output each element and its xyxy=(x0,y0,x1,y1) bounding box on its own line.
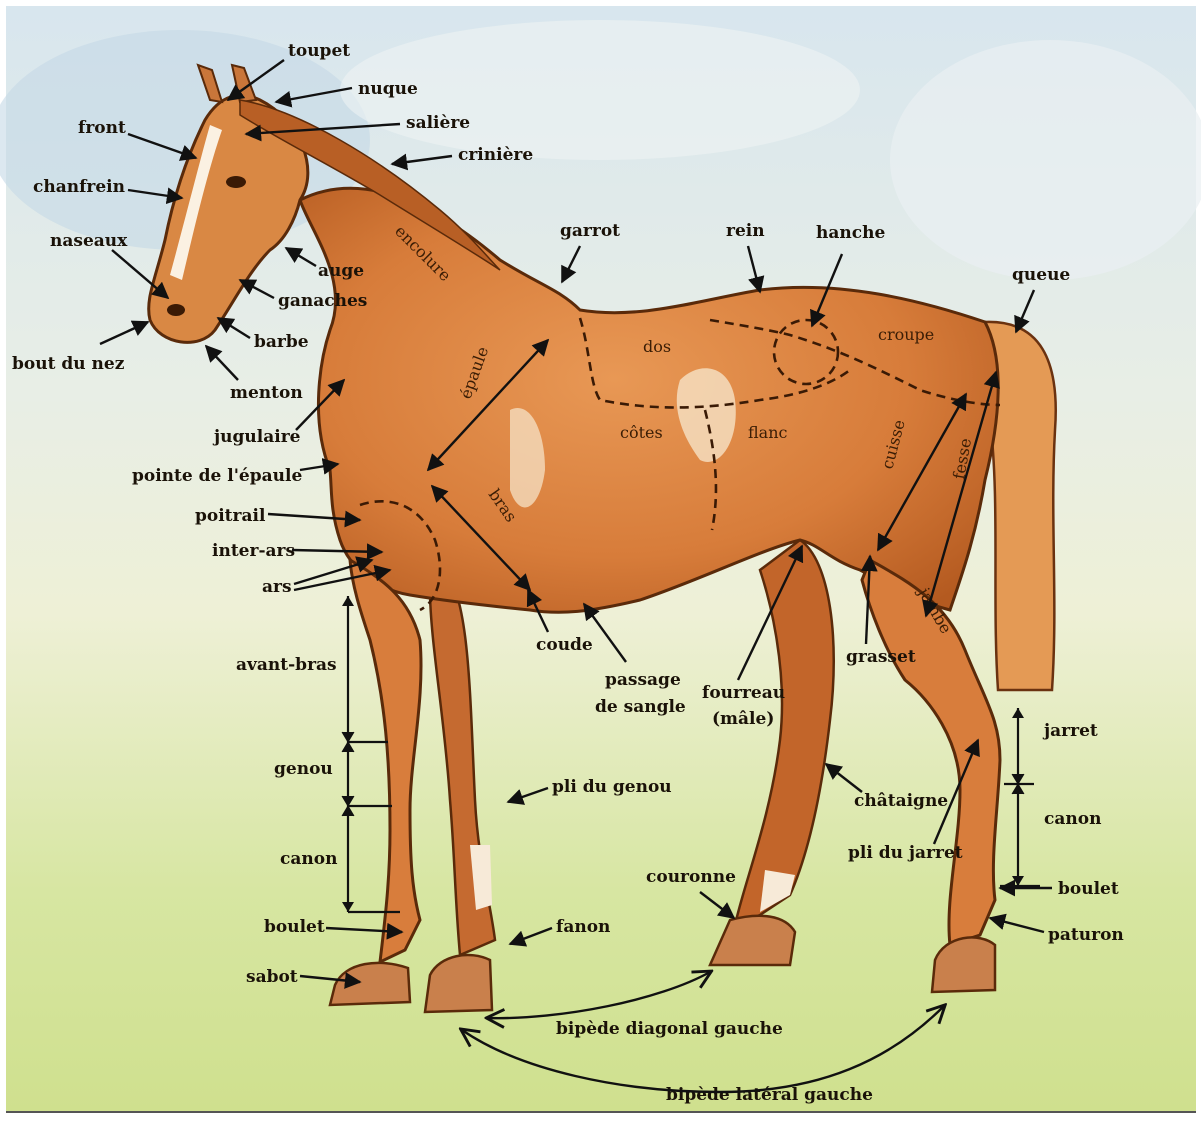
bottom-margin xyxy=(0,1112,1201,1122)
label-criniere: crinière xyxy=(458,145,533,165)
label-naseaux: naseaux xyxy=(50,231,128,251)
label-jarret: jarret xyxy=(1042,721,1098,741)
label-paturon: paturon xyxy=(1048,925,1124,945)
label-saliere: salière xyxy=(406,113,470,133)
label-hanche: hanche xyxy=(816,223,885,243)
label-fourreau: fourreau xyxy=(702,683,785,703)
label-de-sangle: de sangle xyxy=(595,697,686,717)
label-queue: queue xyxy=(1012,265,1070,285)
label-ganaches: ganaches xyxy=(278,291,367,311)
label-menton: menton xyxy=(230,383,303,403)
label-cotes: côtes xyxy=(620,423,663,442)
label-rein: rein xyxy=(726,221,765,241)
label-sabot: sabot xyxy=(246,967,298,987)
label-genou: genou xyxy=(274,759,333,779)
label-boulet-avant: boulet xyxy=(264,917,325,937)
label-croupe: croupe xyxy=(878,325,934,344)
nostril xyxy=(167,304,185,316)
label-garrot: garrot xyxy=(560,221,620,241)
label-nuque: nuque xyxy=(358,79,418,99)
sky-cloud xyxy=(890,40,1201,280)
label-pli-genou: pli du genou xyxy=(552,777,672,797)
label-jugulaire: jugulaire xyxy=(212,427,301,447)
label-front: front xyxy=(78,118,126,138)
label-male: (mâle) xyxy=(712,709,774,729)
label-canon-avant: canon xyxy=(280,849,337,869)
sky-cloud xyxy=(340,20,860,160)
label-avant-bras: avant-bras xyxy=(236,655,337,675)
label-poitrail: poitrail xyxy=(195,506,266,526)
label-chataigne: châtaigne xyxy=(854,791,948,811)
label-dos: dos xyxy=(643,337,671,356)
label-bout-du-nez: bout du nez xyxy=(12,354,125,374)
label-couronne: couronne xyxy=(646,867,736,887)
label-auge: auge xyxy=(318,261,364,281)
label-pli-jarret: pli du jarret xyxy=(848,843,963,863)
label-boulet-arriere: boulet xyxy=(1058,879,1119,899)
label-chanfrein: chanfrein xyxy=(33,177,125,197)
label-passage: passage xyxy=(605,670,681,690)
label-flanc: flanc xyxy=(748,423,788,442)
eye xyxy=(226,176,246,188)
label-inter-ars: inter-ars xyxy=(212,541,295,561)
label-toupet: toupet xyxy=(288,41,350,61)
label-ars: ars xyxy=(262,577,292,597)
label-pointe-epaule: pointe de l'épaule xyxy=(132,466,302,486)
label-bipede-diagonal: bipède diagonal gauche xyxy=(556,1019,783,1039)
label-coude: coude xyxy=(536,635,593,655)
label-canon-arriere: canon xyxy=(1044,809,1101,829)
label-grasset: grasset xyxy=(846,647,916,667)
label-fanon: fanon xyxy=(556,917,610,937)
label-barbe: barbe xyxy=(254,332,309,352)
